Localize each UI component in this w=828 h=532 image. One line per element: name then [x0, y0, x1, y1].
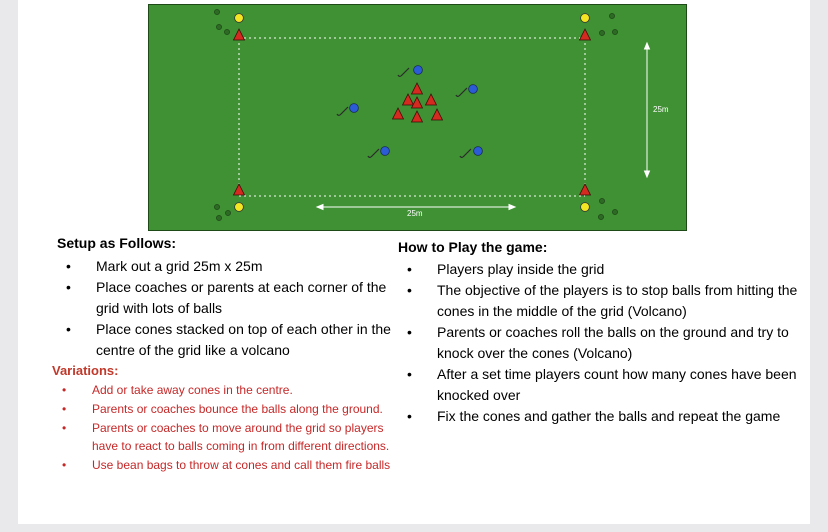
player-1: [397, 65, 423, 77]
player-5: [459, 146, 483, 158]
corner-bottom-right: [578, 183, 618, 220]
coach-marker: [580, 13, 590, 23]
howto-item: Parents or coaches roll the balls on the…: [407, 322, 803, 364]
variation-item: Add or take away cones in the centre.: [62, 381, 410, 399]
variation-item: Parents or coaches bounce the balls alon…: [62, 400, 410, 418]
width-dimension-arrow: [315, 203, 517, 211]
grid-outline: [238, 37, 586, 197]
corner-cone: [578, 183, 592, 196]
variation-item: Parents or coaches to move around the gr…: [62, 419, 410, 455]
corner-cone: [232, 28, 246, 41]
variations-list: Add or take away cones in the centre. Pa…: [62, 381, 410, 475]
setup-item: Mark out a grid 25m x 25m: [66, 256, 398, 277]
setup-heading: Setup as Follows:: [57, 235, 177, 251]
howto-heading: How to Play the game:: [398, 239, 548, 255]
player-3: [336, 103, 359, 116]
width-label: 25m: [407, 209, 423, 218]
setup-item: Place cones stacked on top of each other…: [66, 319, 398, 361]
howto-item: After a set time players count how many …: [407, 364, 803, 406]
player-4: [367, 146, 390, 158]
height-label: 25m: [653, 105, 669, 114]
corner-top-left: [214, 9, 246, 41]
coach-marker: [234, 13, 244, 23]
coach-marker: [234, 202, 244, 212]
corner-bottom-left: [214, 183, 246, 221]
howto-list: Players play inside the grid The objecti…: [407, 259, 803, 427]
variation-item: Use bean bags to throw at cones and call…: [62, 456, 410, 474]
howto-item: Players play inside the grid: [407, 259, 803, 280]
corner-top-right: [578, 13, 618, 41]
field-diagram: 25m 25m: [148, 4, 687, 231]
coach-marker: [580, 202, 590, 212]
howto-item: The objective of the players is to stop …: [407, 280, 803, 322]
corner-cone: [578, 28, 592, 41]
howto-item: Fix the cones and gather the balls and r…: [407, 406, 803, 427]
corner-cone: [232, 183, 246, 196]
setup-item: Place coaches or parents at each corner …: [66, 277, 398, 319]
setup-list: Mark out a grid 25m x 25m Place coaches …: [66, 256, 398, 361]
player-2: [455, 84, 478, 97]
field-svg: [214, 9, 651, 221]
height-dimension-arrow: [643, 41, 651, 179]
variations-heading: Variations:: [52, 363, 119, 378]
volcano-cones: [391, 82, 444, 123]
